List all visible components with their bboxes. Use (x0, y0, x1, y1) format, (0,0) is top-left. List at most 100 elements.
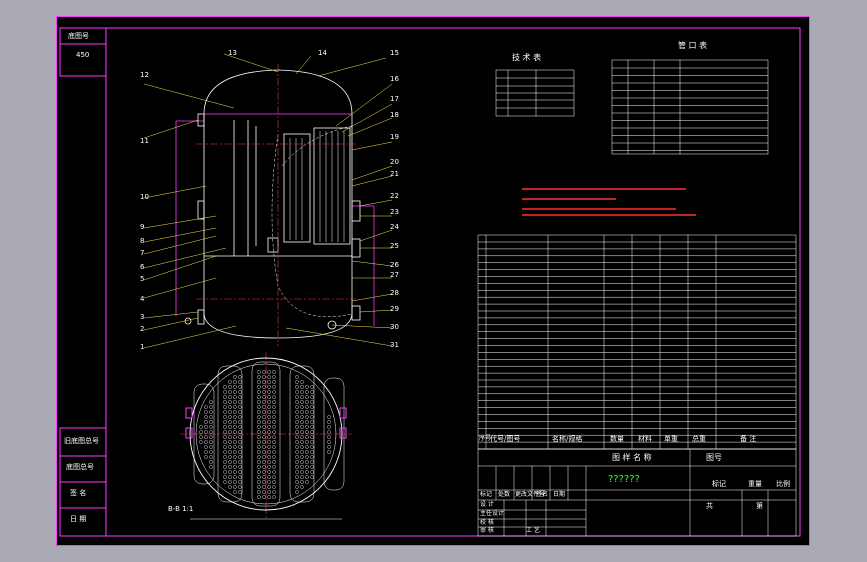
tube-hole (223, 415, 227, 419)
tube-hole (272, 430, 276, 434)
role-review: 审 核 (480, 527, 494, 534)
tube-hole (300, 415, 304, 419)
tube-hole (262, 400, 266, 404)
tube-hole (262, 475, 266, 479)
tube-hole (257, 415, 261, 419)
tube-hole (300, 485, 304, 489)
tube-hole (272, 425, 276, 429)
tube-hole (295, 465, 299, 469)
tube-hole (262, 390, 266, 394)
callout-28: 28 (390, 289, 399, 297)
tube-hole (233, 455, 237, 459)
tube-hole (310, 400, 314, 404)
tube-hole (267, 380, 271, 384)
tube-hole (233, 470, 237, 474)
tube-hole (310, 425, 314, 429)
drawing-name-label: 图 样 名 称 (612, 453, 652, 462)
tube-hole (300, 425, 304, 429)
tube-hole (233, 490, 237, 494)
tube-hole (295, 430, 299, 434)
tube-hole (257, 445, 261, 449)
tube-hole (305, 430, 309, 434)
tube-hole (199, 430, 203, 434)
tube-hole (223, 455, 227, 459)
callout-14: 14 (318, 49, 327, 57)
tube-hole (257, 370, 261, 374)
callout-27: 27 (390, 271, 399, 279)
tube-hole (223, 405, 227, 409)
tube-hole (233, 405, 237, 409)
tube-hole (228, 480, 232, 484)
callout-26: 26 (390, 261, 399, 269)
tube-hole (267, 470, 271, 474)
tube-hole (204, 405, 208, 409)
callout-12: 12 (140, 71, 149, 79)
tube-hole (228, 440, 232, 444)
rev-col-doc: 更改文件号 (515, 491, 546, 498)
callout-23: 23 (390, 208, 399, 216)
tube-hole (257, 495, 261, 499)
callout-24: 24 (390, 223, 399, 231)
tube-hole (204, 450, 208, 454)
tube-hole (327, 415, 331, 419)
tube-hole (204, 445, 208, 449)
tube-hole (233, 485, 237, 489)
tube-hole (310, 440, 314, 444)
callout-10: 10 (140, 193, 149, 201)
tube-hole (262, 380, 266, 384)
tube-hole (223, 475, 227, 479)
tube-hole (327, 445, 331, 449)
tube-hole (310, 420, 314, 424)
tube-hole (257, 380, 261, 384)
tube-hole (272, 470, 276, 474)
tube-hole (295, 410, 299, 414)
callout-2: 2 (140, 325, 145, 333)
tube-hole (223, 465, 227, 469)
tube-hole (305, 465, 309, 469)
tube-hole (295, 415, 299, 419)
tube-hole (295, 390, 299, 394)
tube-hole (209, 415, 213, 419)
tube-hole (267, 370, 271, 374)
callout-16: 16 (390, 75, 399, 83)
tube-hole (209, 410, 213, 414)
tube-hole (233, 430, 237, 434)
tube-hole (262, 445, 266, 449)
tube-hole (262, 385, 266, 389)
drawing-no-label: 图号 (706, 453, 722, 462)
tube-hole (272, 370, 276, 374)
tube-hole (257, 425, 261, 429)
tube-hole (233, 395, 237, 399)
tube-hole (257, 395, 261, 399)
tube-hole (257, 385, 261, 389)
tube-hole (228, 470, 232, 474)
callout-29: 29 (390, 305, 399, 313)
centerlines (180, 64, 356, 518)
tube-hole (233, 435, 237, 439)
tube-hole (257, 490, 261, 494)
tube-hole (228, 410, 232, 414)
tube-hole (223, 395, 227, 399)
tube-hole (272, 455, 276, 459)
tube-hole (228, 445, 232, 449)
tube-hole (310, 410, 314, 414)
tube-hole (257, 440, 261, 444)
tube-hole (223, 430, 227, 434)
design-table-title: 技 术 表 (512, 53, 542, 62)
tube-hole (257, 480, 261, 484)
tube-hole (327, 420, 331, 424)
of-label: 第 (756, 502, 763, 510)
tube-hole (272, 465, 276, 469)
tube-hole (209, 425, 213, 429)
tube-hole (295, 490, 299, 494)
tube-hole (267, 455, 271, 459)
callout-22: 22 (390, 192, 399, 200)
tube-hole (310, 390, 314, 394)
tube-hole (233, 415, 237, 419)
tube-hole (238, 485, 242, 489)
tube-hole (310, 450, 314, 454)
tube-hole (228, 385, 232, 389)
tube-hole (262, 455, 266, 459)
tube-hole (209, 405, 213, 409)
tube-hole (295, 475, 299, 479)
